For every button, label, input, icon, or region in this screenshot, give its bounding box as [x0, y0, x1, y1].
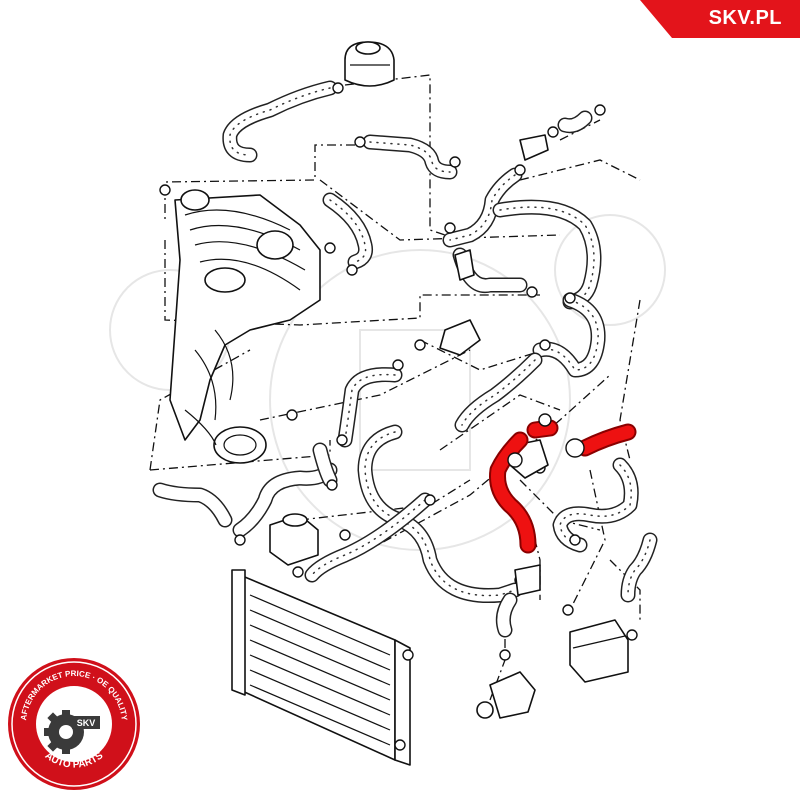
- heater-core: [269, 513, 319, 566]
- logo-badge: [72, 716, 100, 729]
- expansion-tank: [344, 41, 395, 87]
- coolant-hoses: [152, 80, 658, 638]
- brand-banner: SKV.PL: [640, 0, 800, 38]
- skv-logo-seal: AFTERMARKET PRICE · OE QUALITY AUTO PART…: [8, 658, 140, 790]
- logo-center-text: SKV: [77, 718, 96, 728]
- highlighted-hose: [489, 413, 637, 554]
- brand-name: SKV.PL: [708, 7, 782, 29]
- banner-shape: [640, 0, 800, 38]
- thermostat-housing: [476, 671, 536, 719]
- hose-clamps: [159, 82, 638, 751]
- radiator: [231, 569, 411, 766]
- oil-cooler: [569, 619, 629, 683]
- engine-block: [169, 189, 321, 464]
